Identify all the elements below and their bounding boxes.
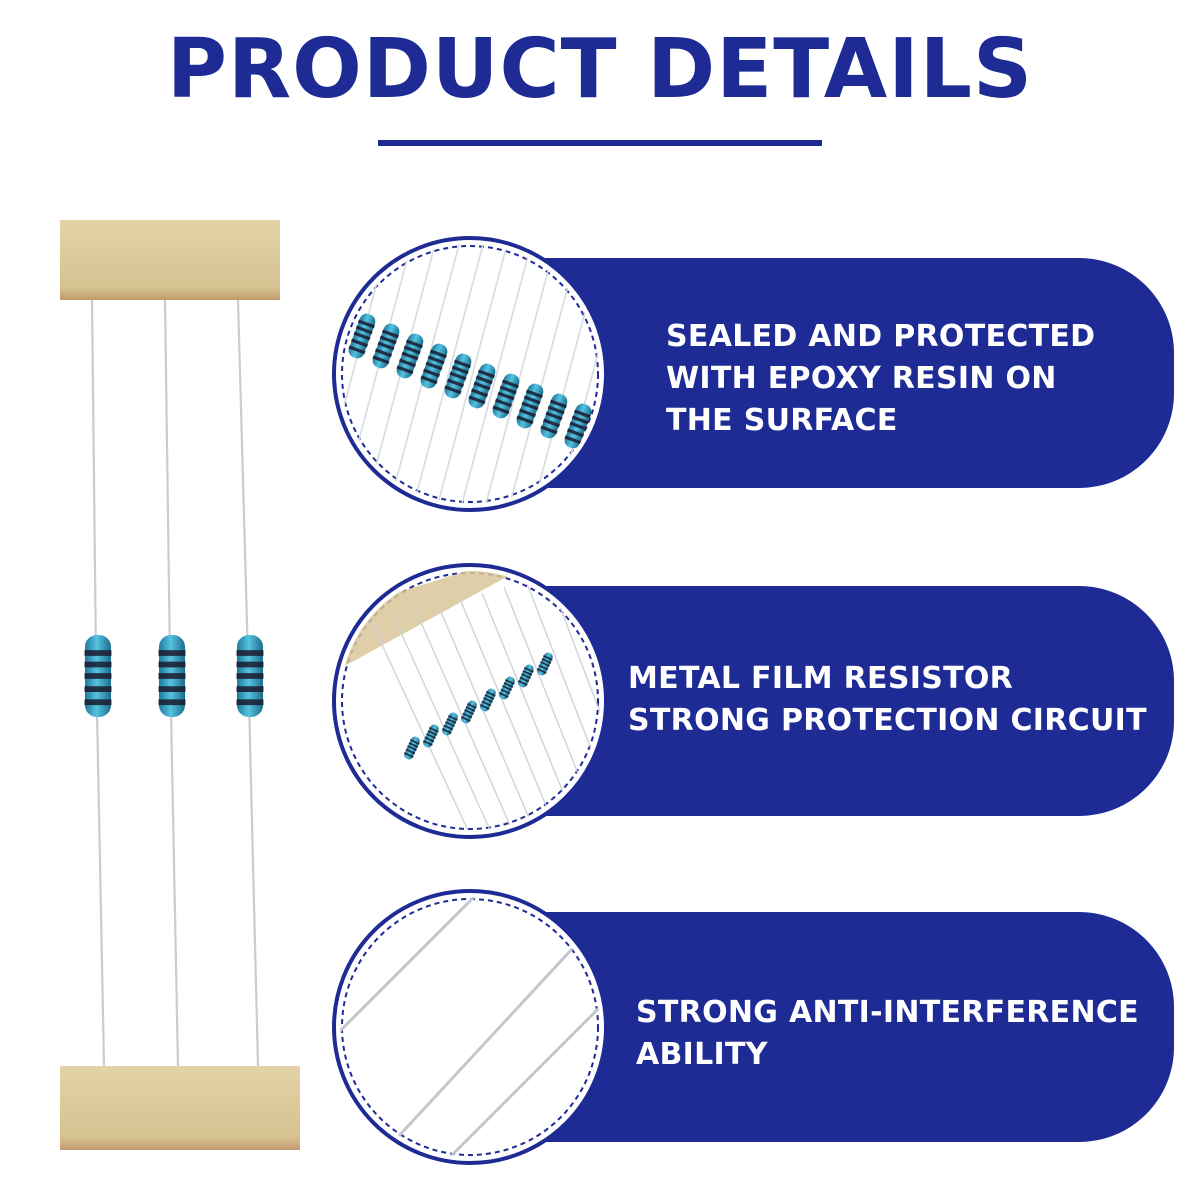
resistor bbox=[396, 333, 424, 379]
feature-image-anti-interference bbox=[332, 889, 608, 1165]
top-tape bbox=[60, 220, 280, 300]
resistor bbox=[492, 373, 520, 419]
resistor bbox=[479, 688, 496, 712]
resistor bbox=[444, 353, 472, 399]
resistor bbox=[420, 343, 448, 389]
feature-text-metal-film: METAL FILM RESISTOR STRONG PROTECTION CI… bbox=[628, 661, 1147, 738]
resistor bbox=[460, 700, 477, 724]
resistor bbox=[498, 676, 515, 700]
feature-text-epoxy: SEALED AND PROTECTED WITH EPOXY RESIN ON… bbox=[666, 319, 1096, 438]
resistor bbox=[517, 664, 534, 688]
resistor bbox=[540, 393, 568, 439]
resistor bbox=[348, 313, 376, 359]
resistor bbox=[468, 363, 496, 409]
bottom-tape bbox=[60, 1066, 300, 1150]
resistor bbox=[536, 652, 553, 676]
lead-wire bbox=[370, 947, 574, 1157]
resistor bbox=[372, 323, 400, 369]
feature-image-metal-film bbox=[332, 563, 608, 839]
page-title: PRODUCT DETAILS bbox=[166, 22, 1034, 117]
feature-card-epoxy: SEALED AND PROTECTED WITH EPOXY RESIN ON… bbox=[538, 258, 1174, 488]
feature-text-anti-interference: STRONG ANTI-INTERFERENCE ABILITY bbox=[636, 995, 1139, 1072]
lead-wire bbox=[340, 897, 484, 1041]
resistor bbox=[422, 724, 439, 748]
resistor bbox=[516, 383, 544, 429]
resistor bbox=[236, 635, 264, 717]
title-underline bbox=[378, 140, 822, 146]
resistor bbox=[441, 712, 458, 736]
resistor-strip-image bbox=[60, 220, 300, 1150]
resistor bbox=[84, 635, 112, 717]
lead-wire bbox=[440, 997, 600, 1157]
resistor bbox=[158, 635, 186, 717]
feature-card-anti-interference: STRONG ANTI-INTERFERENCE ABILITY bbox=[538, 912, 1174, 1142]
feature-image-epoxy bbox=[332, 236, 608, 512]
resistor bbox=[403, 736, 420, 760]
feature-card-metal-film: METAL FILM RESISTOR STRONG PROTECTION CI… bbox=[538, 586, 1174, 816]
resistor bbox=[564, 403, 592, 449]
